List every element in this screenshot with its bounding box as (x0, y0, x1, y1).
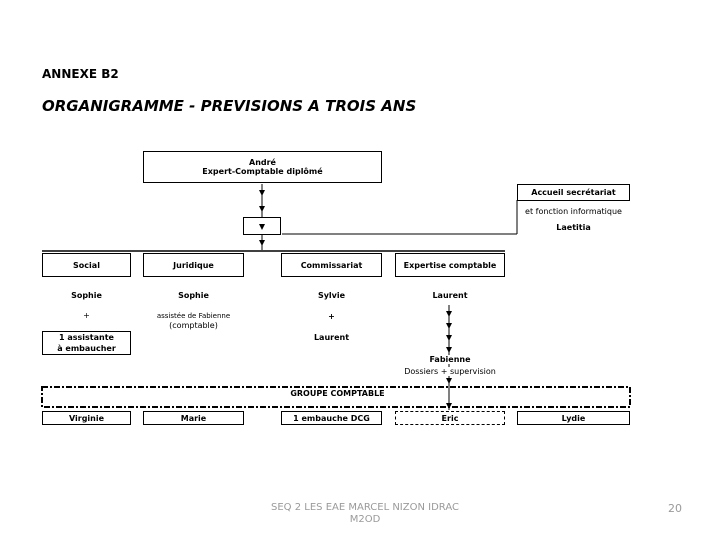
page-number: 20 (668, 502, 682, 515)
arrow-down-icon (446, 347, 452, 353)
annex-label: ANNEXE B2 (42, 67, 119, 81)
arrow-down-icon (446, 378, 452, 384)
arrow-down-icon (259, 190, 265, 196)
staff-box: Eric (395, 411, 505, 425)
dept-expertise-box: Expertise comptable (395, 253, 505, 277)
commissariat-person: Sylvie (317, 291, 346, 300)
arrow-down-icon (446, 403, 452, 409)
staff-box: Marie (143, 411, 244, 425)
juridique-note-2: (comptable) (169, 321, 218, 330)
reception-box: Accueil secrétariat (517, 184, 630, 201)
title-part-2: PREVISIONS A TROIS ANS (200, 97, 417, 115)
commissariat-person-2: Laurent (313, 333, 350, 342)
reception-desc: et fonction informatique (525, 207, 622, 216)
director-name: André (249, 158, 276, 167)
director-box: André Expert-Comptable diplômé (143, 151, 382, 183)
footer-line-1: SEQ 2 LES EAE MARCEL NIZON IDRAC (271, 502, 459, 513)
arrow-down-icon (446, 335, 452, 341)
staff-box: Virginie (42, 411, 131, 425)
dept-juridique-box: Juridique (143, 253, 244, 277)
social-person: Sophie (71, 291, 102, 300)
expertise-person: Laurent (395, 291, 505, 300)
dept-commissariat-box: Commissariat (281, 253, 382, 277)
director-role: Expert-Comptable diplômé (202, 167, 323, 176)
group-label: GROUPE COMPTABLE (280, 389, 395, 398)
commissariat-plus: + (328, 312, 335, 321)
juridique-note-1: assistée de Fabienne (156, 312, 231, 320)
staff-box: 1 embauche DCG (281, 411, 382, 425)
footer-line-2: M2OD (349, 514, 381, 525)
arrow-down-icon (259, 206, 265, 212)
social-assistant-box: 1 assistante à embaucher (42, 331, 131, 355)
arrow-down-icon (446, 311, 452, 317)
arrow-down-icon (446, 323, 452, 329)
expertise-person-2: Fabienne (395, 355, 505, 364)
juridique-person: Sophie (178, 291, 209, 300)
expertise-desc: Dossiers + supervision (390, 367, 510, 376)
social-plus: + (83, 311, 90, 320)
dept-social-box: Social (42, 253, 131, 277)
title-part-1: ORGANIGRAMME - (42, 97, 201, 115)
arrow-down-icon (259, 224, 265, 230)
arrow-down-icon (259, 240, 265, 246)
page-title: ORGANIGRAMME - PREVISIONS A TROIS ANS (42, 97, 416, 115)
staff-box: Lydie (517, 411, 630, 425)
reception-name: Laetitia (556, 223, 591, 232)
